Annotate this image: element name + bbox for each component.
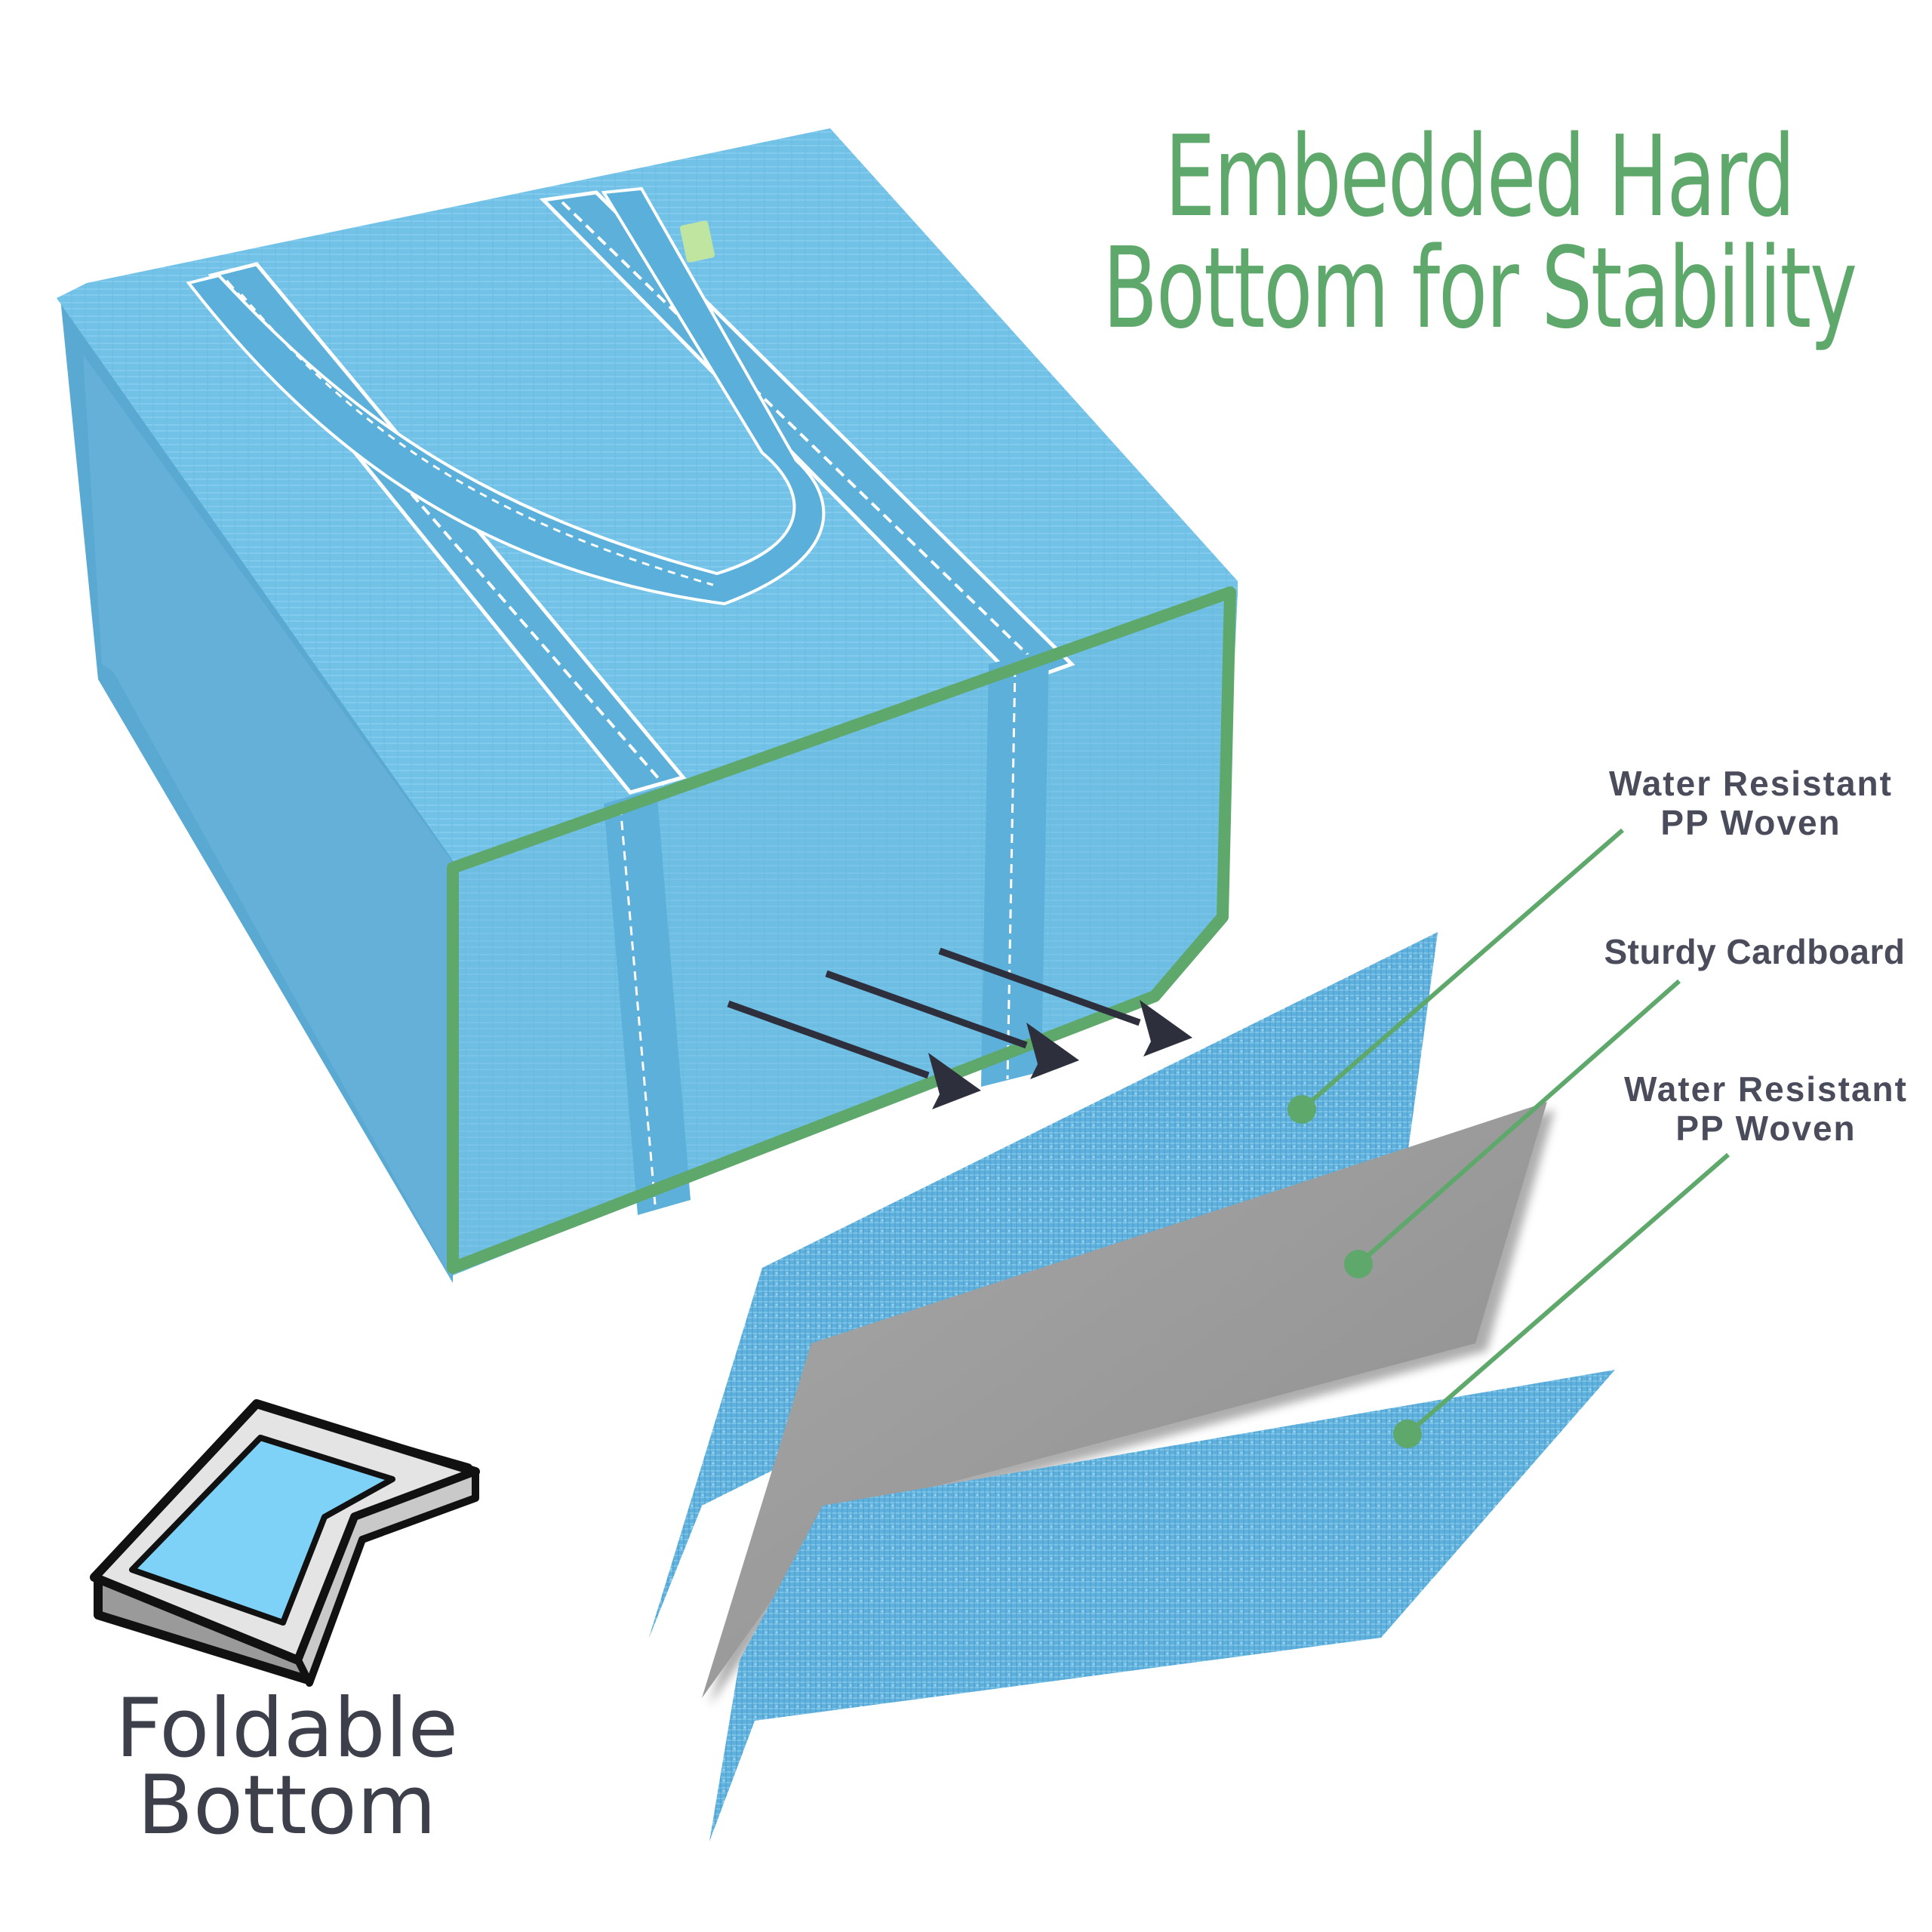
front-strap-left — [604, 789, 691, 1215]
foldable-bottom-icon — [90, 1399, 480, 1687]
leader-top — [1287, 828, 1624, 1124]
bag-tag — [679, 220, 715, 263]
bottom-layers-exploded — [649, 932, 1615, 1841]
label-pp-woven-top-line-2: PP Woven — [1660, 803, 1841, 842]
label-pp-woven-bottom: Water Resistant PP Woven — [1592, 1069, 1932, 1148]
headline: Embedded Hard Bottom for Stability — [1057, 121, 1902, 344]
leader-bottom — [1393, 1152, 1730, 1448]
layer-cardboard — [702, 1102, 1547, 1698]
label-pp-woven-top-line-1: Water Resistant — [1609, 764, 1893, 803]
headline-line-2: Bottom for Stability — [1103, 223, 1857, 353]
bag-handle — [186, 186, 826, 606]
bag-top-face — [57, 128, 1238, 860]
arrow-1 — [727, 1000, 981, 1109]
foldable-line-2: Bottom — [137, 1758, 437, 1853]
layer-pp-woven-bottom — [709, 1370, 1615, 1841]
arrow-2 — [825, 970, 1079, 1079]
strap-right — [539, 190, 1075, 685]
insertion-arrows — [727, 947, 1192, 1109]
foldable-bottom-caption: Foldable Bottom — [75, 1681, 498, 1853]
label-pp-woven-top: Water Resistant PP Woven — [1577, 764, 1924, 842]
foldable-line-1: Foldable — [115, 1681, 459, 1776]
headline-line-1: Embedded Hard — [1164, 112, 1795, 242]
label-cardboard: Sturdy Cardboard — [1577, 932, 1932, 971]
leader-mid — [1344, 979, 1681, 1278]
tote-bag — [57, 128, 1238, 1283]
arrow-3 — [938, 947, 1192, 1057]
front-strap-right — [981, 649, 1049, 1087]
label-cardboard-line-1: Sturdy Cardboard — [1604, 932, 1906, 971]
label-pp-woven-bottom-line-1: Water Resistant — [1624, 1069, 1908, 1109]
callout-leaders — [1287, 828, 1730, 1448]
hard-bottom-outline — [447, 586, 1236, 1274]
label-pp-woven-bottom-line-2: PP Woven — [1675, 1109, 1857, 1148]
